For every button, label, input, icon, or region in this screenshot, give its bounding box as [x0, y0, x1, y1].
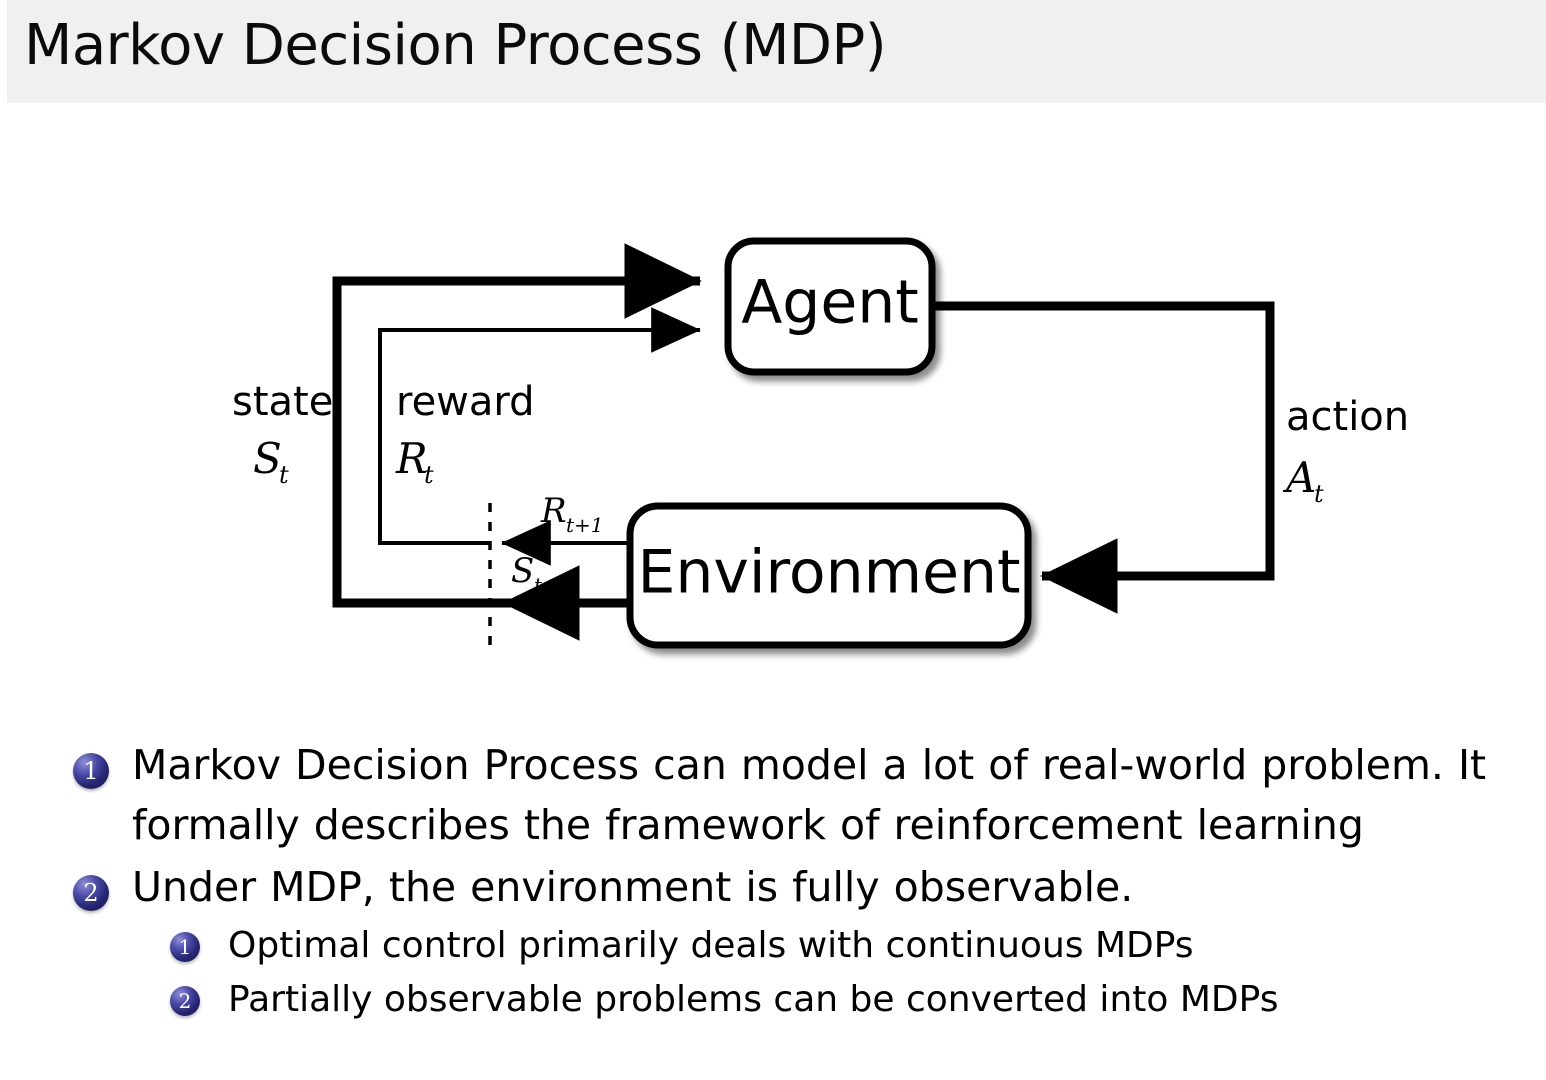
- agent-box-label: Agent: [741, 268, 919, 338]
- bullet-number-badge: 2: [73, 875, 109, 911]
- list-item: 1 Markov Decision Process can model a lo…: [0, 735, 1546, 855]
- state-label-subscript: t: [279, 461, 289, 489]
- list-item: 1 Optimal control primarily deals with c…: [0, 919, 1546, 973]
- reward-next-subscript: t+1: [566, 513, 604, 537]
- page-title: Markov Decision Process (MDP): [24, 13, 887, 78]
- state-next-symbol: S: [511, 551, 534, 591]
- slide-header: Markov Decision Process (MDP): [0, 0, 1546, 103]
- action-label-symbol: A: [1282, 453, 1316, 502]
- state-next-subscript: t+1: [534, 573, 572, 597]
- reward-label-word: reward: [396, 379, 535, 425]
- reward-next-symbol: R: [540, 491, 567, 531]
- action-label-word: action: [1286, 394, 1409, 440]
- agent-environment-loop-diagram: Agent Environment state S t reward R t a…: [0, 110, 1546, 710]
- bullet-text-line: Partially observable problems can be con…: [228, 979, 1279, 1020]
- list-item: 2 Partially observable problems can be c…: [0, 973, 1546, 1027]
- reward-label-subscript: t: [424, 461, 434, 489]
- environment-box: [626, 502, 1032, 649]
- bullet-text-line: Optimal control primarily deals with con…: [228, 925, 1194, 966]
- state-label-word: state: [232, 379, 333, 425]
- bullet-text-line: Markov Decision Process can model a lot …: [132, 741, 1487, 789]
- action-label-subscript: t: [1314, 480, 1324, 508]
- state-label-symbol: S: [253, 434, 282, 483]
- bullet-text-line: Under MDP, the environment is fully obse…: [132, 863, 1134, 911]
- bullet-number-badge: 1: [170, 932, 200, 962]
- bullet-number-badge: 2: [170, 986, 200, 1016]
- environment-box-label: Environment: [637, 538, 1020, 608]
- reward-feedback-path: [378, 307, 701, 545]
- bullet-text-line: formally describes the framework of rein…: [132, 801, 1364, 849]
- state-feedback-path: [332, 243, 702, 608]
- action-path: [932, 301, 1275, 614]
- bullet-list: 1 Markov Decision Process can model a lo…: [0, 735, 1546, 1027]
- bullet-number-badge: 1: [73, 753, 109, 789]
- agent-box: [724, 237, 936, 376]
- header-left-margin: [0, 0, 7, 103]
- reward-label-symbol: R: [395, 434, 428, 483]
- list-item: 2 Under MDP, the environment is fully ob…: [0, 857, 1546, 917]
